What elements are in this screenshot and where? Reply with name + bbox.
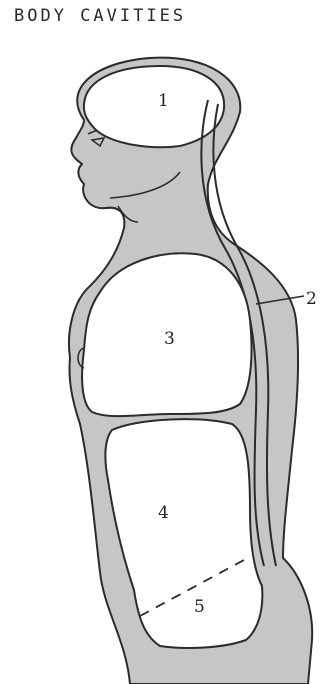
cavity-label-5: 5	[194, 597, 205, 617]
cavity-label-4: 4	[158, 503, 169, 523]
cavity-label-3: 3	[164, 329, 175, 349]
cavity-label-2: 2	[306, 289, 317, 309]
cavity-label-1: 1	[158, 91, 169, 111]
